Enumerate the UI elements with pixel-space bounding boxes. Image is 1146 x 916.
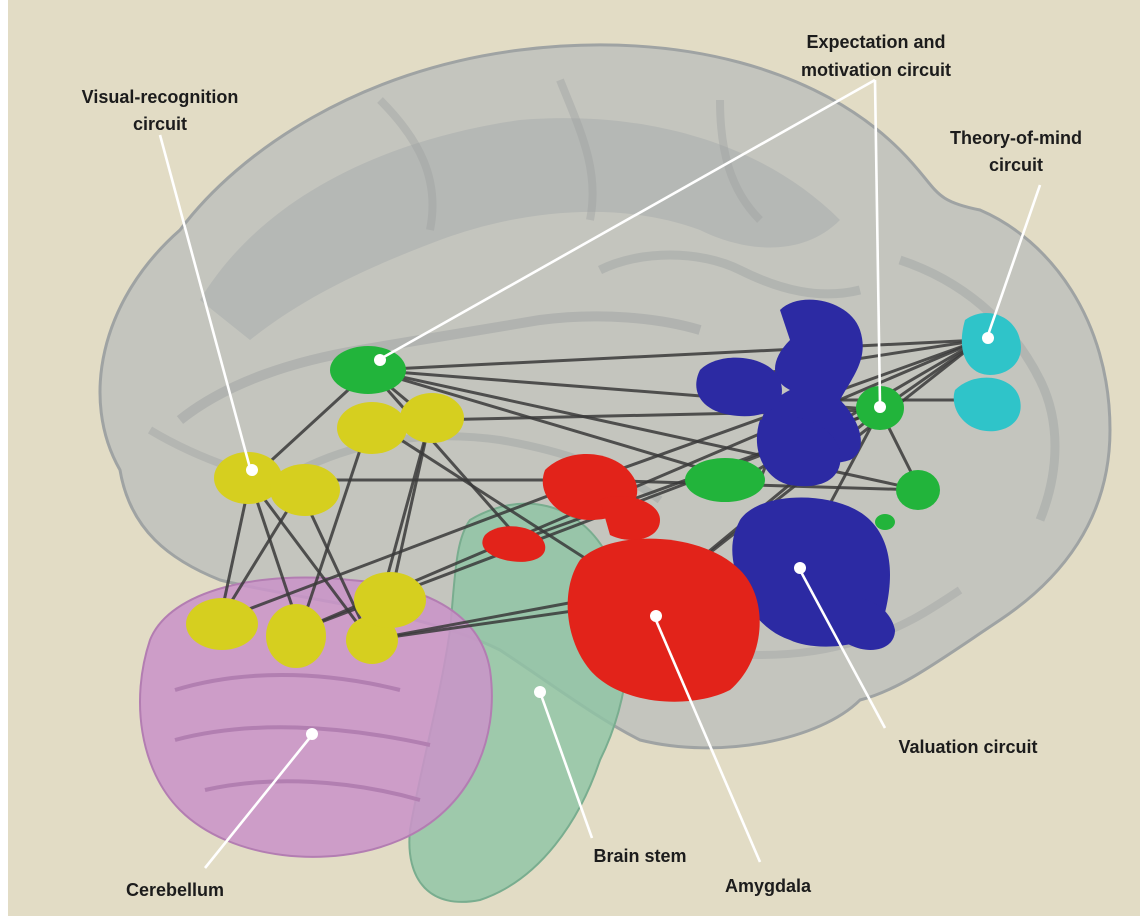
label-visual-line2: circuit bbox=[133, 114, 187, 134]
label-expectation-line2: motivation circuit bbox=[801, 60, 951, 80]
label-amygdala: Amygdala bbox=[725, 876, 812, 896]
label-expectation-line1: Expectation and bbox=[806, 32, 945, 52]
label-cerebellum: Cerebellum bbox=[126, 880, 224, 900]
label-valuation: Valuation circuit bbox=[898, 737, 1037, 757]
label-theory-line2: circuit bbox=[989, 155, 1043, 175]
label-theory-line1: Theory-of-mind bbox=[950, 128, 1082, 148]
label-brain-stem: Brain stem bbox=[593, 846, 686, 866]
left-border bbox=[0, 0, 8, 916]
right-border bbox=[1140, 0, 1146, 916]
label-visual-line1: Visual-recognition bbox=[82, 87, 239, 107]
